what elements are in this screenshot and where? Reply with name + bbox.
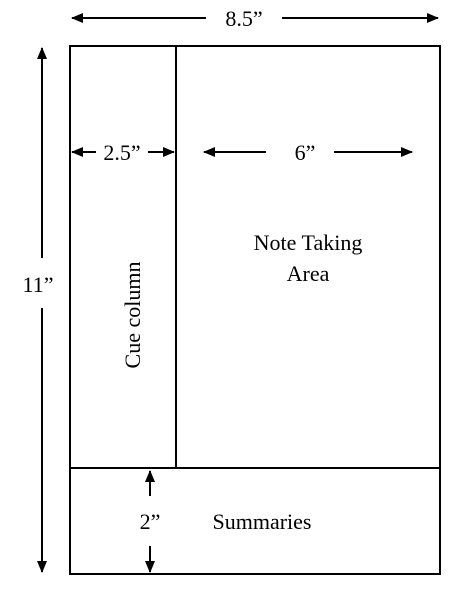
summary-height-label: 2” xyxy=(140,509,161,534)
note-area-label-line1: Note Taking xyxy=(254,230,363,255)
page-outline xyxy=(69,45,441,575)
note-width-dimension: 6” xyxy=(203,140,413,165)
page-width-dimension: 8.5” xyxy=(71,6,439,31)
note-area-label-line2: Area xyxy=(287,261,330,286)
page-height-label: 11” xyxy=(23,272,54,297)
summaries-label: Summaries xyxy=(213,509,312,534)
cue-width-label: 2.5” xyxy=(103,140,140,165)
summary-height-dimension: 2” xyxy=(140,470,161,573)
note-width-label: 6” xyxy=(295,140,316,165)
cue-column-label: Cue column xyxy=(120,262,145,369)
page-height-dimension: 11” xyxy=(23,47,54,573)
page-width-label: 8.5” xyxy=(225,6,262,31)
cue-width-dimension: 2.5” xyxy=(71,140,175,165)
